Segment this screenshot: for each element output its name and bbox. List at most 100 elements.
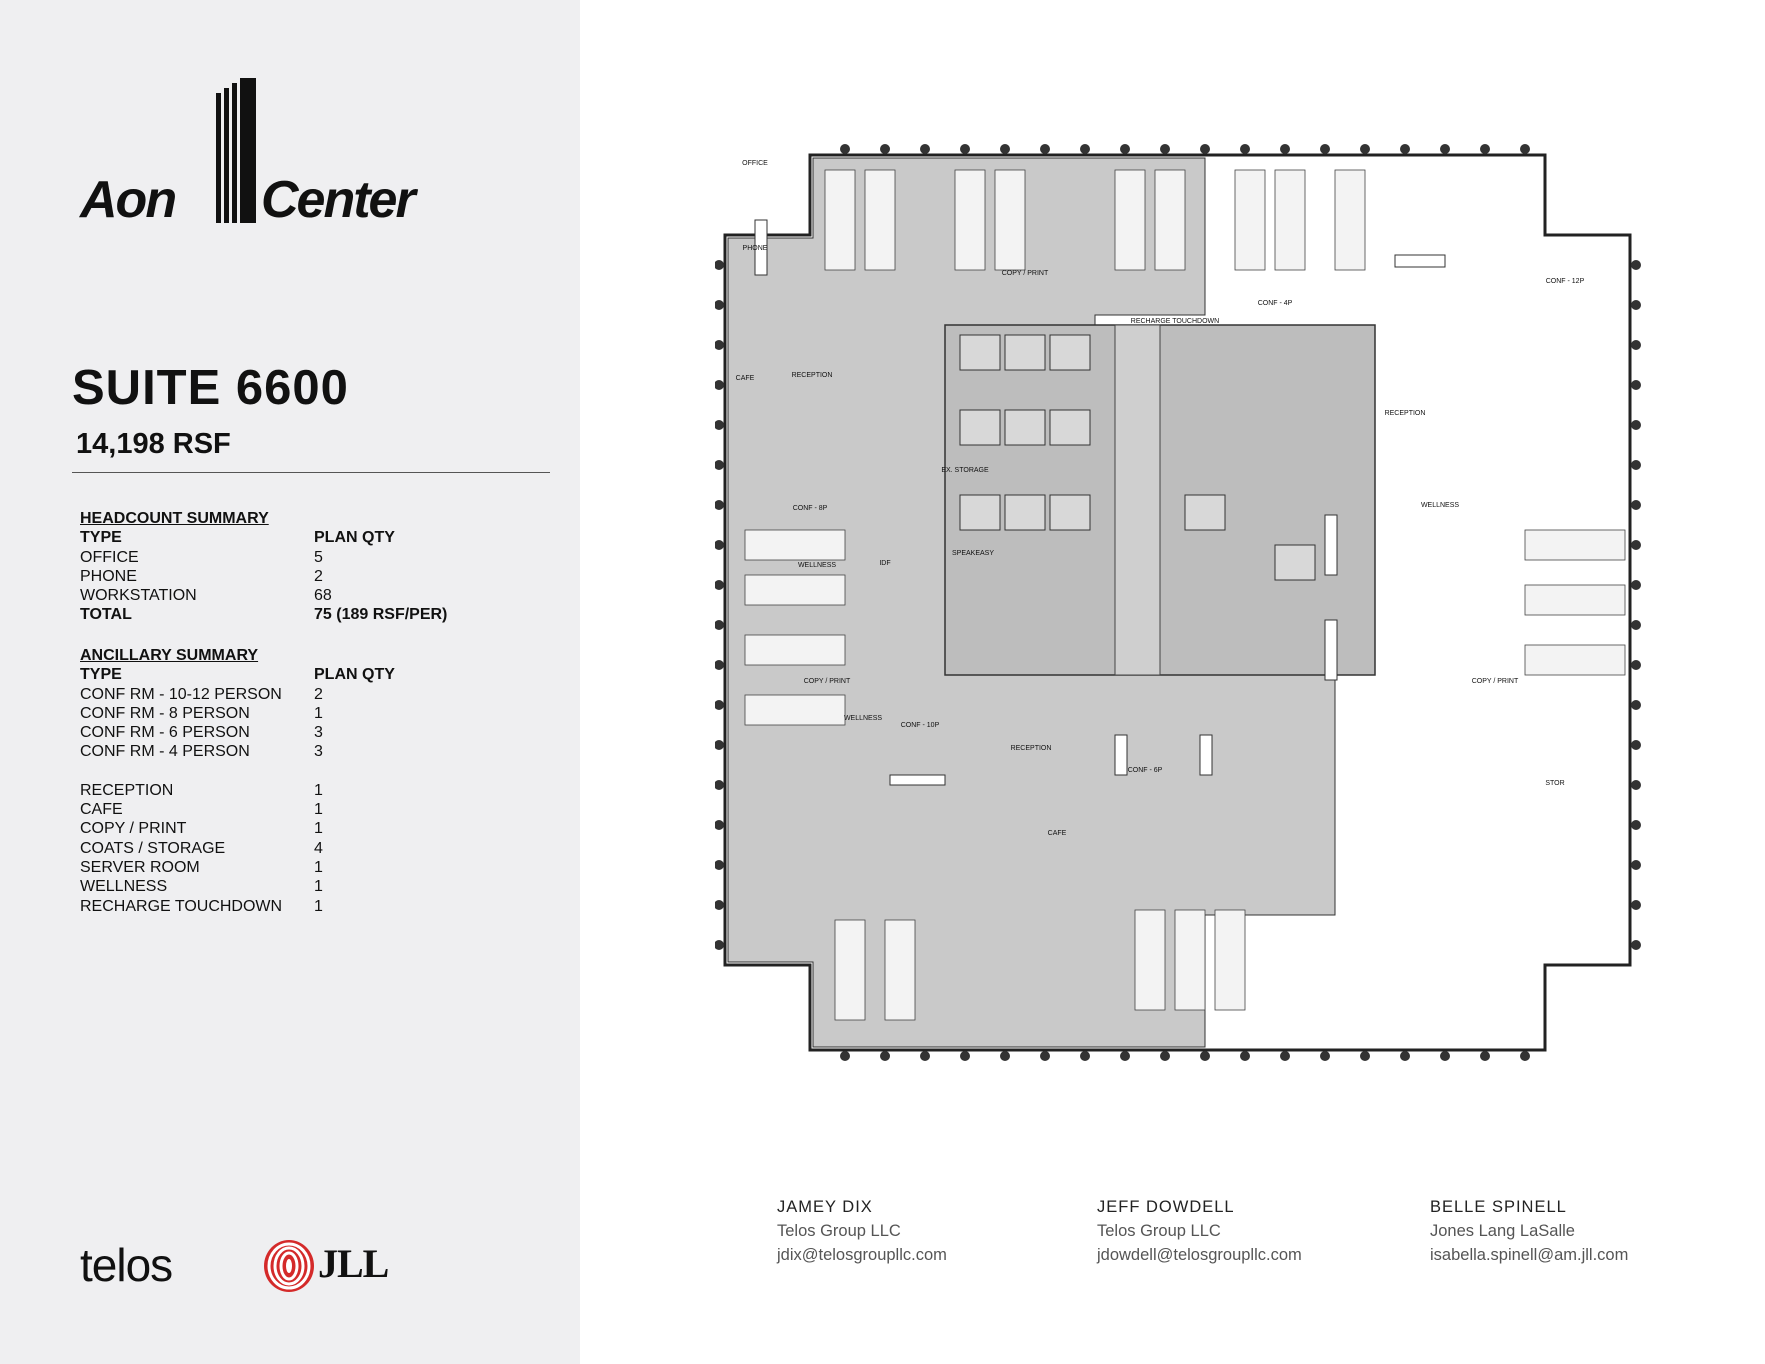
logo-word-aon: Aon xyxy=(80,171,177,229)
contact-name: JEFF DOWDELL xyxy=(1097,1198,1235,1216)
perimeter-columns xyxy=(715,144,1641,1061)
row-qty: 1 xyxy=(314,704,323,722)
plan-label: RECEPTION xyxy=(1385,410,1426,417)
table-row: COATS / STORAGE 4 xyxy=(80,839,395,858)
row-type: WORKSTATION xyxy=(80,587,197,605)
floor-plan: RECEPTION RECEPTION RECEPTION CAFE CAFE … xyxy=(715,144,1641,1061)
contact-card: JAMEY DIX Telos Group LLC jdix@telosgrou… xyxy=(777,1195,947,1267)
jll-ring-icon xyxy=(264,1240,314,1292)
row-type: CONF RM - 10-12 PERSON xyxy=(80,685,282,703)
core-corridor xyxy=(1114,324,1161,676)
plan-label: OFFICE xyxy=(742,160,768,167)
row-type: COATS / STORAGE xyxy=(80,839,226,857)
contact-name: JAMEY DIX xyxy=(777,1198,873,1216)
row-qty: 1 xyxy=(314,897,323,915)
workstation-clusters xyxy=(744,169,1626,1021)
row-type: OFFICE xyxy=(80,548,139,566)
plan-label: COPY / PRINT xyxy=(1002,270,1049,277)
contact-email[interactable]: jdowdell@telosgroupllc.com xyxy=(1097,1246,1302,1264)
plan-label: STOR xyxy=(1545,780,1564,787)
row-qty: 1 xyxy=(314,801,323,819)
table-row: WELLNESS 1 xyxy=(80,877,395,896)
contact-company: Telos Group LLC xyxy=(1097,1222,1221,1240)
row-type: PHONE xyxy=(80,567,137,585)
table-row: CONF RM - 6 PERSON 3 xyxy=(80,723,395,742)
total-row: TOTAL 75 (189 RSF/PER) xyxy=(80,605,447,624)
ancillary-header: TYPE PLAN QTY xyxy=(80,665,395,684)
conference-tables xyxy=(754,219,1446,786)
plan-label: IDF xyxy=(879,560,890,567)
row-qty: 1 xyxy=(314,878,323,896)
plan-label: WELLNESS xyxy=(1421,502,1459,509)
plan-label: WELLNESS xyxy=(844,715,882,722)
row-qty: 3 xyxy=(314,724,323,742)
contact-email[interactable]: jdix@telosgroupllc.com xyxy=(777,1246,947,1264)
aon-center-logo: Aon Center xyxy=(80,78,450,229)
plan-label: RECEPTION xyxy=(792,372,833,379)
row-qty: 5 xyxy=(314,548,323,566)
row-qty: 1 xyxy=(314,858,323,876)
headcount-title: HEADCOUNT SUMMARY xyxy=(80,510,269,527)
table-row: PHONE 2 xyxy=(80,567,447,586)
plan-label: CONF - 8P xyxy=(793,505,828,512)
row-type: RECEPTION xyxy=(80,781,174,799)
row-type: CONF RM - 8 PERSON xyxy=(80,704,250,722)
logo-word-center: Center xyxy=(261,171,416,229)
contact-card: BELLE SPINELL Jones Lang LaSalle isabell… xyxy=(1430,1195,1628,1267)
row-type: SERVER ROOM xyxy=(80,858,200,876)
row-qty: 1 xyxy=(314,781,323,799)
contact-company: Telos Group LLC xyxy=(777,1222,901,1240)
contact-email[interactable]: isabella.spinell@am.jll.com xyxy=(1430,1246,1629,1264)
ancillary-summary: ANCILLARY SUMMARY TYPE PLAN QTY CONF RM … xyxy=(80,646,395,916)
row-type: RECHARGE TOUCHDOWN xyxy=(80,897,283,915)
row-qty: 68 xyxy=(314,587,332,605)
plan-label: EX. STORAGE xyxy=(941,467,989,474)
row-qty: 1 xyxy=(314,820,323,838)
jll-logo: JLL xyxy=(262,1238,392,1294)
contact-company: Jones Lang LaSalle xyxy=(1430,1222,1575,1240)
plan-label: CAFE xyxy=(1048,830,1067,837)
suite-rsf: 14,198 RSF xyxy=(76,428,231,460)
table-row: CONF RM - 8 PERSON 1 xyxy=(80,704,395,723)
ancillary-title: ANCILLARY SUMMARY xyxy=(80,647,259,664)
row-type: CONF RM - 6 PERSON xyxy=(80,724,250,742)
divider xyxy=(72,472,550,473)
total-value: 75 (189 RSF/PER) xyxy=(314,606,448,624)
headcount-header: TYPE PLAN QTY xyxy=(80,528,447,547)
plan-label: SPEAKEASY xyxy=(952,550,994,557)
table-row: COPY / PRINT 1 xyxy=(80,819,395,838)
headcount-summary: HEADCOUNT SUMMARY TYPE PLAN QTY OFFICE 5… xyxy=(80,509,447,625)
plan-label: CONF - 10P xyxy=(901,722,940,729)
jll-wordmark: JLL xyxy=(318,1241,389,1286)
plan-label: CONF - 6P xyxy=(1128,767,1163,774)
suite-title: SUITE 6600 xyxy=(72,361,349,415)
row-qty: 4 xyxy=(314,839,323,857)
table-row: CAFE 1 xyxy=(80,800,395,819)
row-type: WELLNESS xyxy=(80,878,168,896)
contact-name: BELLE SPINELL xyxy=(1430,1198,1567,1216)
table-row: WORKSTATION 68 xyxy=(80,586,447,605)
plan-label: CONF - 4P xyxy=(1258,300,1293,307)
table-row: RECEPTION 1 xyxy=(80,781,395,800)
plan-label: COPY / PRINT xyxy=(1472,678,1519,685)
total-label: TOTAL xyxy=(80,606,132,624)
plan-label: CONF - 12P xyxy=(1546,278,1585,285)
header-type: TYPE xyxy=(80,666,122,684)
row-type: CONF RM - 4 PERSON xyxy=(80,743,250,761)
row-qty: 3 xyxy=(314,743,323,761)
table-row: RECHARGE TOUCHDOWN 1 xyxy=(80,897,395,916)
table-row: SERVER ROOM 1 xyxy=(80,858,395,877)
telos-logo: telos xyxy=(80,1239,173,1291)
contact-card: JEFF DOWDELL Telos Group LLC jdowdell@te… xyxy=(1097,1195,1302,1267)
row-type: CAFE xyxy=(80,801,123,819)
plan-label: RECHARGE TOUCHDOWN xyxy=(1131,318,1219,325)
plan-label: COPY / PRINT xyxy=(804,678,851,685)
elevator-bank xyxy=(959,334,1316,581)
header-qty: PLAN QTY xyxy=(314,666,395,684)
plan-label: CAFE xyxy=(736,375,755,382)
tower-logo-icon xyxy=(216,78,256,223)
header-qty: PLAN QTY xyxy=(314,529,395,547)
row-type: COPY / PRINT xyxy=(80,820,187,838)
row-qty: 2 xyxy=(314,567,323,585)
